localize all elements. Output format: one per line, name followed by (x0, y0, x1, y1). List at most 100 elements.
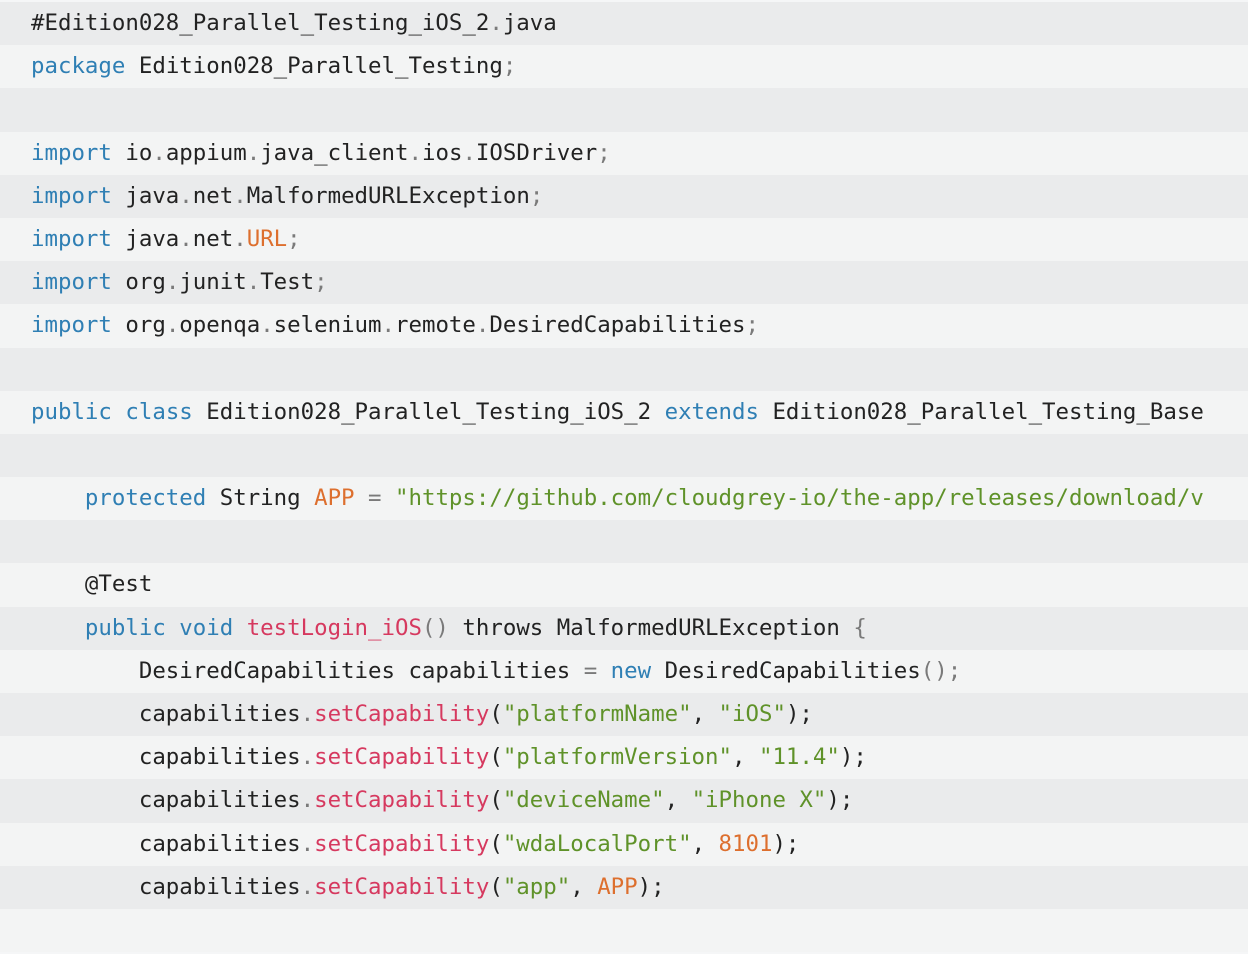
code-token-keyword: import (31, 225, 112, 252)
code-token-string: "11.4" (758, 744, 840, 771)
code-token-keyword: import (31, 182, 112, 209)
code-token-plain: , (570, 873, 598, 900)
code-token-plain: capabilities (31, 701, 301, 727)
code-token-plain: net (192, 182, 234, 209)
code-token-keyword: class (125, 398, 193, 425)
code-token-plain: java_client (260, 139, 409, 166)
code-token-punct: ; (314, 269, 328, 296)
code-line: import org.junit.Test; (0, 261, 1248, 305)
code-line: package Edition028_Parallel_Testing; (0, 45, 1248, 89)
code-token-plain: java (502, 10, 557, 36)
code-token-plain: @Test (31, 571, 153, 598)
code-line: import io.appium.java_client.ios.IOSDriv… (0, 131, 1248, 175)
code-token-punct: { (853, 614, 867, 641)
code-token-punct: . (300, 830, 315, 857)
code-line: capabilities.setCapability("platformName… (0, 693, 1248, 737)
code-token-punct: . (246, 139, 261, 166)
code-token-plain: remote (395, 312, 476, 339)
code-token-punct: . (300, 787, 315, 814)
code-token-plain: capabilities (31, 744, 301, 771)
code-token-plain: java (111, 182, 180, 209)
code-token-plain: org (111, 269, 166, 296)
code-token-plain: org (111, 312, 166, 339)
code-token-function: setCapability (314, 830, 490, 857)
code-line (0, 433, 1248, 478)
code-token-string: "platformVersion" (502, 744, 732, 771)
code-token-keyword: new (610, 657, 652, 684)
code-token-string: "iOS" (718, 701, 786, 727)
code-token-function: setCapability (314, 787, 490, 814)
code-token-punct: = (583, 657, 598, 684)
code-token-number: APP (314, 485, 355, 512)
code-token-plain (166, 615, 179, 641)
code-token-plain: Edition028_Parallel_Testing_Base (758, 398, 1204, 425)
code-line (0, 908, 1248, 953)
code-token-punct: ; (597, 139, 611, 166)
code-token-plain: Test (260, 269, 315, 296)
code-token-punct: ; (502, 53, 517, 80)
code-token-punct: = (354, 485, 395, 512)
code-line: public class Edition028_Parallel_Testing… (0, 390, 1248, 434)
code-token-plain: Edition028_Parallel_Testing_iOS_2 (192, 398, 665, 425)
code-token-number: URL (246, 225, 288, 252)
code-line: protected String APP = "https://github.c… (0, 477, 1248, 521)
code-line: #Edition028_Parallel_Testing_iOS_2.java (0, 2, 1248, 46)
code-token-plain: ( (489, 830, 503, 857)
code-token-plain: appium (165, 139, 247, 166)
code-token-plain: selenium (273, 312, 382, 339)
code-token-punct: . (233, 225, 247, 252)
code-token-punct: . (381, 312, 395, 339)
code-token-plain (31, 485, 85, 511)
code-token-string: "deviceName" (502, 787, 665, 814)
code-token-keyword: package (31, 53, 126, 80)
code-token-plain: io (111, 139, 153, 166)
code-line: capabilities.setCapability("app", APP); (0, 865, 1248, 909)
code-token-punct: . (165, 312, 180, 339)
code-token-plain: capabilities (31, 830, 301, 857)
code-token-plain: DesiredCapabilities (489, 312, 746, 339)
code-token-punct: (); (920, 657, 962, 684)
code-token-string: "wdaLocalPort" (502, 830, 692, 857)
code-token-punct: . (408, 139, 422, 166)
code-token-punct: . (489, 10, 503, 36)
code-token-punct: . (179, 182, 193, 209)
code-token-number: 8101 (718, 830, 773, 857)
code-token-plain: MalformedURLException (246, 182, 530, 209)
code-token-function: setCapability (314, 873, 490, 900)
code-line: import org.openqa.selenium.remote.Desire… (0, 304, 1248, 348)
code-token-plain: ); (826, 787, 854, 814)
code-line (0, 520, 1248, 564)
code-token-plain: ( (489, 873, 503, 900)
code-token-plain (597, 658, 610, 684)
code-token-plain: String (206, 485, 315, 512)
code-token-plain: ); (839, 744, 867, 771)
code-token-plain: junit (179, 269, 247, 296)
code-token-plain: capabilities (31, 787, 301, 814)
code-token-plain: throws MalformedURLException (448, 614, 854, 641)
code-token-punct: () (421, 614, 449, 641)
code-token-punct: . (233, 182, 247, 209)
code-token-punct: . (179, 225, 193, 252)
code-token-punct: ; (745, 312, 759, 339)
code-token-plain: ( (489, 787, 503, 814)
code-token-function: setCapability (314, 701, 490, 727)
code-token-punct: . (165, 269, 180, 296)
code-token-string: "iPhone X" (691, 787, 827, 814)
code-token-plain: openqa (179, 312, 261, 339)
code-token-function: testLogin_iOS (246, 614, 422, 641)
code-line: import java.net.URL; (0, 217, 1248, 262)
code-line: public void testLogin_iOS() throws Malfo… (0, 606, 1248, 650)
code-token-string: "platformName" (502, 701, 692, 727)
code-token-plain: , (691, 830, 719, 857)
code-token-punct: ; (529, 182, 544, 209)
code-token-punct: . (300, 701, 315, 727)
code-line: capabilities.setCapability("deviceName",… (0, 779, 1248, 823)
code-token-string: "app" (502, 873, 571, 900)
code-token-keyword: import (31, 269, 112, 296)
code-token-plain: #Edition028_Parallel_Testing_iOS_2 (31, 10, 490, 36)
code-token-plain (112, 399, 125, 425)
code-token-function: setCapability (314, 744, 490, 771)
code-token-keyword: protected (84, 485, 207, 512)
code-token-plain: ( (489, 701, 503, 727)
code-token-punct: ; (287, 225, 301, 252)
